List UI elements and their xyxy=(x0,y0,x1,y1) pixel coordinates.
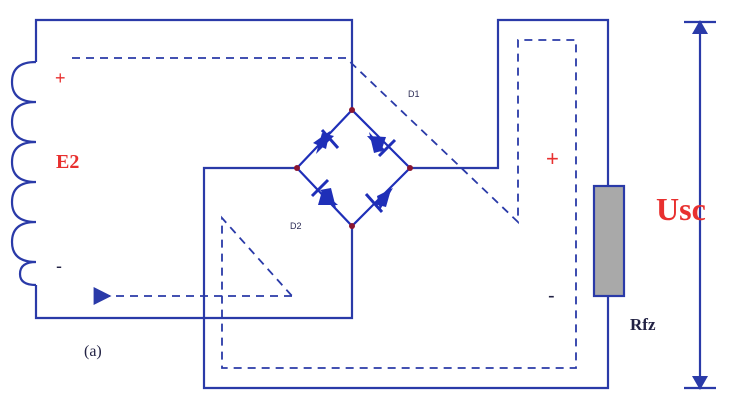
diode-lower-right-icon xyxy=(364,186,393,213)
source-label: E2 xyxy=(56,151,79,173)
load-minus-sign: - xyxy=(548,285,555,307)
source-minus-sign: - xyxy=(56,256,62,276)
wire-right-output xyxy=(410,18,610,186)
transformer-coil xyxy=(10,60,37,287)
wire-left-output xyxy=(202,166,610,390)
wire-bottom xyxy=(34,226,354,320)
diode-upper-left-icon xyxy=(313,129,340,154)
source-plus-sign: + xyxy=(55,68,66,88)
bridge-nodes xyxy=(294,107,413,229)
load-label: Rfz xyxy=(630,315,656,334)
diode-d2-label: D2 xyxy=(290,221,302,231)
current-path-d1 xyxy=(72,39,577,369)
voltage-arrow-up-icon xyxy=(692,20,708,34)
diode-bridge xyxy=(295,108,412,228)
figure-tag: (a) xyxy=(84,343,102,360)
load-plus-sign: + xyxy=(546,146,559,171)
diode-d1-icon xyxy=(367,132,397,158)
voltage-arrow-down-icon xyxy=(692,376,708,390)
diode-d1-label: D1 xyxy=(408,89,420,99)
output-voltage-label: Usc xyxy=(656,191,706,227)
circuit-wires xyxy=(34,18,716,390)
diode-d2-icon xyxy=(310,178,338,208)
load-resistor xyxy=(592,184,626,298)
wire-top xyxy=(34,18,354,110)
